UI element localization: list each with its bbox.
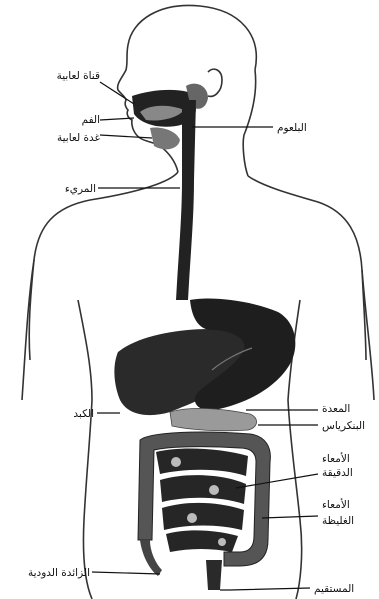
small-intestine <box>156 449 248 552</box>
appendix <box>140 540 162 576</box>
label-appendix: الزائدة الدودية <box>28 567 90 579</box>
label-small-intestine-line2: الدقيقة <box>322 467 353 479</box>
rectum <box>206 560 222 590</box>
label-large-intestine-line2: الغليظة <box>322 515 354 527</box>
label-pharynx: البلعوم <box>277 122 307 134</box>
label-small-intestine-line1: الأمعاء <box>322 452 350 465</box>
label-rectum: المستقيم <box>314 583 354 595</box>
label-salivary-duct: قناة لعابية <box>57 70 100 82</box>
label-liver: الكبد <box>73 408 94 420</box>
label-salivary-gland: غدة لعابية <box>57 132 101 144</box>
esophagus <box>176 100 196 300</box>
label-stomach: المعدة <box>322 403 350 415</box>
label-esophagus: المريء <box>65 183 96 195</box>
salivary-gland <box>150 128 180 150</box>
label-large-intestine-line1: الأمعاء <box>322 498 350 511</box>
label-pancreas: البنكرياس <box>322 420 365 432</box>
label-mouth: الفم <box>82 114 100 126</box>
pancreas <box>170 408 257 430</box>
